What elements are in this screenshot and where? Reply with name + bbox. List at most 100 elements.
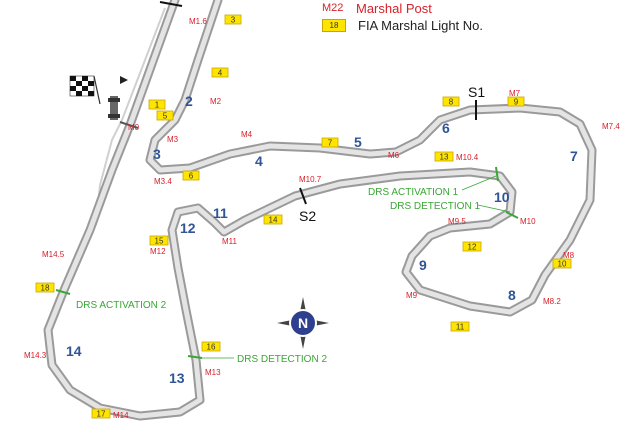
legend-marshal-text: Marshal Post — [356, 0, 432, 16]
turn-11: 11 — [213, 205, 228, 221]
svg-text:11: 11 — [456, 323, 465, 332]
turn-2: 2 — [185, 93, 193, 109]
svg-text:9: 9 — [514, 98, 519, 107]
turn-labels: 1 2 3 4 5 6 7 8 9 10 11 12 13 14 — [66, 93, 578, 386]
marshal-m1-6: M1.6 — [189, 17, 207, 26]
start-line — [119, 121, 139, 129]
sector-2-marker — [299, 187, 307, 205]
light-badge-16: 16 — [201, 341, 221, 352]
svg-text:3: 3 — [231, 16, 236, 25]
compass-label: N — [298, 315, 308, 331]
light-badge-17: 17 — [91, 408, 111, 419]
legend-light-badge: 18 — [322, 18, 346, 32]
svg-text:7: 7 — [328, 139, 333, 148]
drs-detection-2: DRS DETECTION 2 — [237, 354, 327, 365]
marshal-post-labels: M0 M1.6 M2 M3 M3.4 M4 M6 M7 M7.4 M8 M8.2… — [24, 17, 620, 420]
light-badge-10: 10 — [552, 258, 572, 269]
turn-12: 12 — [180, 220, 196, 236]
svg-text:17: 17 — [97, 410, 106, 419]
light-badge-18: 18 — [35, 282, 55, 293]
svg-text:10: 10 — [558, 260, 567, 269]
race-car-icon — [108, 96, 120, 120]
chequered-flag-icon — [69, 75, 101, 105]
turn-9: 9 — [419, 257, 427, 273]
drs-act-1-marker — [495, 166, 499, 182]
light-badge-14: 14 — [263, 214, 283, 225]
turn-6: 6 — [442, 120, 450, 136]
marshal-m14-5: M14.5 — [42, 250, 65, 259]
svg-text:16: 16 — [207, 343, 216, 352]
drs-activation-2: DRS ACTIVATION 2 — [76, 300, 167, 311]
light-badge-7: 7 — [321, 137, 339, 148]
light-badge-13: 13 — [434, 151, 454, 162]
marshal-m9: M9 — [406, 291, 418, 300]
drs-det-2-marker — [187, 355, 203, 359]
marshal-m6: M6 — [388, 151, 400, 160]
light-badge-8: 8 — [442, 96, 460, 107]
drs-act-2-marker — [55, 289, 71, 295]
legend-light-row: 18 FIA Marshal Light No. — [322, 17, 483, 33]
svg-text:14: 14 — [269, 216, 278, 225]
marshal-m11: M11 — [222, 237, 238, 246]
marshal-m8: M8 — [563, 251, 575, 260]
sector-label-s2: S2 — [299, 208, 316, 224]
marshal-m12: M12 — [150, 247, 166, 256]
turn-10: 10 — [494, 189, 510, 205]
legend-light-text: FIA Marshal Light No. — [358, 17, 483, 33]
svg-text:18: 18 — [41, 284, 50, 293]
light-badge-12: 12 — [462, 241, 482, 252]
turn-7: 7 — [570, 148, 578, 164]
turn-14: 14 — [66, 343, 82, 359]
drs-det-1-link — [477, 204, 511, 213]
direction-arrow-icon — [120, 76, 128, 84]
svg-text:8: 8 — [449, 98, 454, 107]
drs-activation-1: DRS ACTIVATION 1 — [368, 187, 459, 198]
light-badge-1: 1 — [148, 99, 166, 110]
svg-text:15: 15 — [155, 237, 164, 246]
svg-text:12: 12 — [468, 243, 477, 252]
legend-marshal-row: M22 Marshal Post — [322, 0, 432, 16]
svg-text:4: 4 — [218, 69, 223, 78]
marshal-m3-4: M3.4 — [154, 177, 172, 186]
sector-label-s1: S1 — [468, 84, 485, 100]
legend-marshal-code: M22 — [322, 2, 344, 14]
svg-text:13: 13 — [440, 153, 449, 162]
compass-icon: N — [277, 297, 329, 349]
turn-13: 13 — [169, 370, 185, 386]
drs-det-1-marker — [505, 211, 519, 219]
turn-3: 3 — [153, 146, 161, 162]
marshal-m0: M0 — [128, 123, 140, 132]
svg-text:6: 6 — [189, 172, 194, 181]
marshal-m4: M4 — [241, 130, 253, 139]
light-badge-9: 9 — [507, 96, 525, 107]
light-badges: 1 5 3 4 6 7 8 9 10 11 12 13 14 15 16 17 … — [35, 14, 572, 419]
turn-4: 4 — [255, 153, 263, 169]
top-marker — [159, 1, 183, 7]
light-badge-3: 3 — [224, 14, 242, 25]
marshal-m10-4: M10.4 — [456, 153, 479, 162]
light-badge-6: 6 — [182, 170, 200, 181]
svg-text:5: 5 — [163, 112, 168, 121]
marshal-m13: M13 — [205, 368, 221, 377]
marshal-m14-3: M14.3 — [24, 351, 47, 360]
marshal-m7-4: M7.4 — [602, 122, 620, 131]
light-badge-11: 11 — [450, 321, 470, 332]
light-badge-4: 4 — [211, 67, 229, 78]
turn-5: 5 — [354, 134, 362, 150]
marshal-m14: M14 — [113, 411, 129, 420]
svg-text:1: 1 — [155, 101, 160, 110]
marshal-m7: M7 — [509, 89, 521, 98]
drs-act-1-link — [461, 175, 497, 191]
light-badge-15: 15 — [149, 235, 169, 246]
drs-detection-1: DRS DETECTION 1 — [390, 201, 480, 212]
marshal-m9-5: M9.5 — [448, 217, 466, 226]
marshal-m3: M3 — [167, 135, 179, 144]
light-badge-5: 5 — [156, 110, 174, 121]
track — [43, 0, 597, 421]
legend: M22 Marshal Post 18 FIA Marshal Light No… — [322, 0, 622, 36]
marshal-m2: M2 — [210, 97, 222, 106]
marshal-m8-2: M8.2 — [543, 297, 561, 306]
marshal-m10-7: M10.7 — [299, 175, 322, 184]
turn-8: 8 — [508, 287, 516, 303]
